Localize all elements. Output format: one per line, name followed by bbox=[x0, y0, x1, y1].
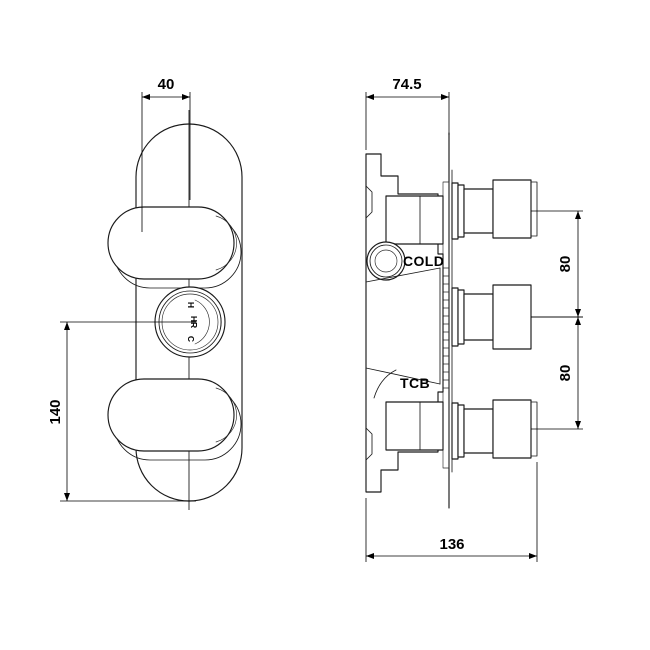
body-fillet-curve bbox=[373, 369, 397, 399]
centre-spindle-head bbox=[492, 284, 532, 350]
dimension-74-5: 74.5 bbox=[365, 76, 450, 150]
dim-40-value: 40 bbox=[158, 76, 175, 93]
upper-outlet-boss bbox=[385, 195, 444, 245]
upper-spindle-cap bbox=[530, 181, 538, 237]
dim-80u-value: 80 bbox=[557, 256, 574, 273]
dimension-136: 136 bbox=[365, 462, 538, 562]
lower-spindle-washer bbox=[457, 404, 465, 458]
lower-outlet-boss bbox=[385, 401, 444, 451]
dim-136-arrow-right bbox=[529, 553, 537, 559]
upper-spindle-flange bbox=[451, 182, 459, 240]
dim-745-value: 74.5 bbox=[392, 76, 421, 93]
body-waist-upper-taper bbox=[365, 267, 441, 283]
dim-40-arrow-right bbox=[182, 94, 190, 100]
centre-spindle-neck bbox=[463, 293, 494, 341]
valve-body: COLD TCB bbox=[365, 153, 444, 493]
lower-spindle-flange bbox=[451, 402, 459, 460]
cold-port-mid bbox=[369, 244, 403, 278]
plate-thread-hatching bbox=[442, 267, 450, 389]
dim-745-arrow-left bbox=[366, 94, 374, 100]
body-notch-upper bbox=[365, 185, 373, 219]
dial-marking-cold: C bbox=[186, 336, 196, 342]
upper-spindle-washer bbox=[457, 184, 465, 238]
body-notch-lower bbox=[365, 427, 373, 461]
lower-handle-body bbox=[107, 378, 235, 452]
upper-handle-lip bbox=[215, 215, 237, 271]
dimension-140: 140 bbox=[47, 321, 196, 502]
dim-80u-arrow-top bbox=[575, 211, 581, 219]
tcb-body-label: TCB bbox=[400, 375, 430, 391]
cold-port-outer bbox=[366, 241, 406, 281]
upper-handle-body bbox=[107, 206, 235, 280]
lower-lever-handle[interactable] bbox=[107, 378, 242, 461]
dim-80l-arrow-top bbox=[575, 317, 581, 325]
lower-handle-lip bbox=[215, 387, 237, 443]
dim-140-arrow-bottom bbox=[64, 493, 70, 501]
dim-745-arrow-right bbox=[441, 94, 449, 100]
dimension-80-lower: 80 bbox=[531, 316, 583, 430]
lower-spindle-head bbox=[492, 399, 532, 459]
centre-spindle-flange bbox=[451, 287, 459, 347]
centre-spindle-washer bbox=[457, 289, 465, 345]
valve-body-outline bbox=[365, 153, 444, 493]
upper-spindle bbox=[451, 179, 538, 240]
dim-136-arrow-left bbox=[366, 553, 374, 559]
dim-136-value: 136 bbox=[439, 536, 464, 553]
upper-spindle-neck bbox=[463, 188, 494, 234]
dial-marking-hot: H bbox=[186, 302, 196, 308]
cold-inlet-label: COLD bbox=[403, 253, 444, 269]
lower-spindle-neck bbox=[463, 408, 494, 454]
upper-boss-rect bbox=[385, 195, 444, 245]
backplate-outline bbox=[135, 123, 243, 502]
dim-80l-arrow-bottom bbox=[575, 421, 581, 429]
dimension-40: 40 bbox=[141, 76, 191, 232]
upper-lever-handle[interactable] bbox=[107, 206, 242, 289]
centre-spindle bbox=[451, 284, 532, 350]
dim-80u-arrow-bottom bbox=[575, 309, 581, 317]
dial-highlight-crescent bbox=[217, 307, 222, 337]
cold-inlet-port bbox=[366, 241, 406, 281]
dim-140-arrow-top bbox=[64, 322, 70, 330]
lower-spindle bbox=[451, 399, 538, 460]
dim-140-value: 140 bbox=[47, 399, 64, 424]
dim-80l-value: 80 bbox=[557, 365, 574, 382]
dim-40-arrow-left bbox=[142, 94, 150, 100]
dial-scale-arc bbox=[194, 299, 210, 345]
front-view-group: H HR C 40 140 bbox=[47, 76, 243, 510]
upper-spindle-head bbox=[492, 179, 532, 239]
side-view-group: COLD TCB bbox=[365, 76, 583, 562]
body-waist-lower-taper bbox=[365, 367, 441, 385]
lower-boss-rect bbox=[385, 401, 444, 451]
cold-port-bore bbox=[374, 249, 398, 273]
